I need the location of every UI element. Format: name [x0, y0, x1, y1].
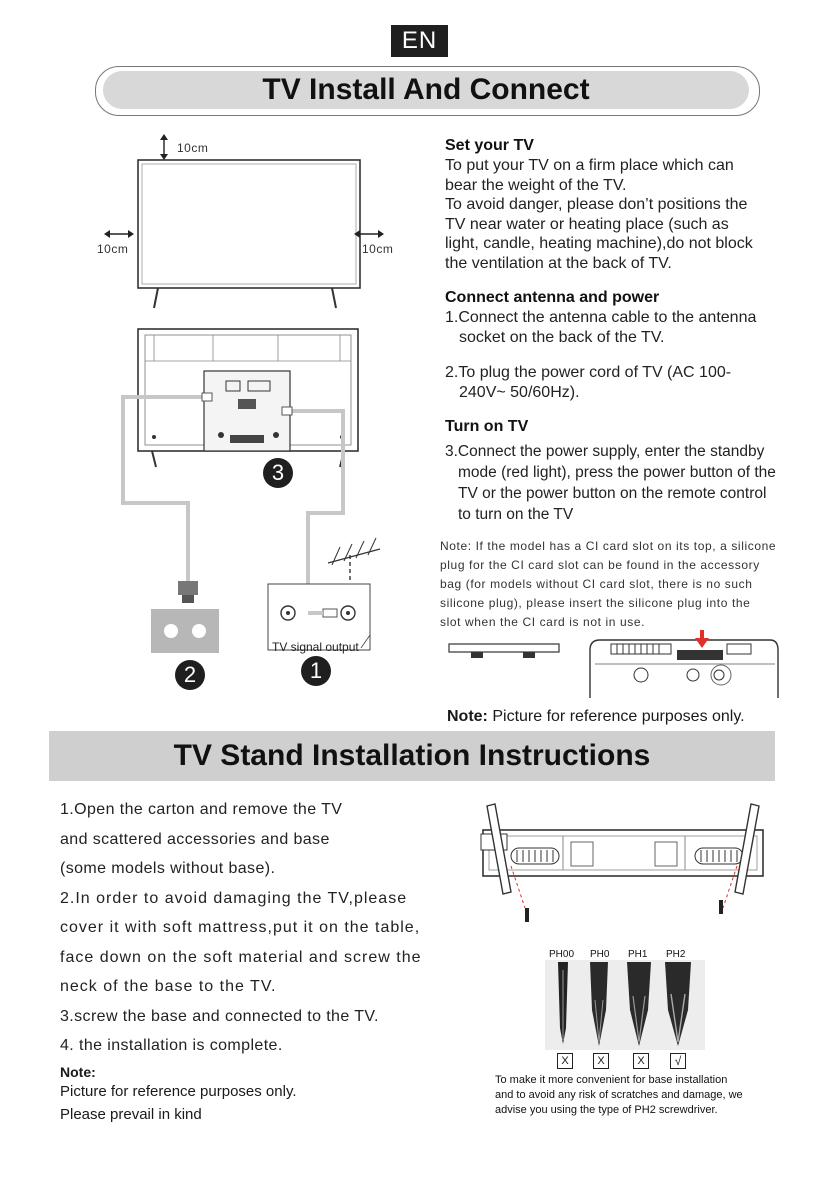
set-tv-line: To put your TV on a firm place which can	[445, 156, 795, 176]
step-2-badge: 2	[175, 660, 205, 690]
turn-on-line: mode (red light), press the power button…	[445, 462, 795, 483]
connect-step-1-line: socket on the back of the TV.	[445, 328, 756, 348]
screwdriver-label: PH1	[628, 949, 647, 960]
stand-line: 4. the installation is complete.	[60, 1031, 460, 1061]
set-tv-line: bear the weight of the TV.	[445, 176, 795, 196]
connect-step-2-line: 240V~ 50/60Hz).	[445, 383, 731, 403]
screwdriver-mark: X	[557, 1053, 573, 1069]
ci-note-line: bag (for models without CI card slot, th…	[440, 575, 795, 594]
stand-note-line: Please prevail in kind	[60, 1103, 297, 1126]
stand-line: 1.Open the carton and remove the TV	[60, 795, 460, 825]
stand-note-line: Picture for reference purposes only.	[60, 1080, 297, 1103]
screwdriver-mark: X	[593, 1053, 609, 1069]
tv-front-illustration	[90, 128, 410, 313]
screwdriver-mark-recommended: √	[670, 1053, 686, 1069]
turn-on-text: 3.Connect the power supply, enter the st…	[445, 441, 795, 525]
connect-heading: Connect antenna and power	[445, 289, 659, 307]
stand-line: face down on the soft material and screw…	[60, 943, 460, 973]
reference-note-label: Note:	[447, 708, 488, 725]
advice-line: advise you using the type of PH2 screwdr…	[495, 1103, 785, 1118]
ci-note-line: plug for the CI card slot can be found i…	[440, 556, 795, 575]
ci-card-note: Note: If the model has a CI card slot on…	[440, 537, 795, 632]
left-gap-label: 10cm	[97, 242, 128, 256]
advice-line: To make it more convenient for base inst…	[495, 1073, 785, 1088]
turn-on-heading: Turn on TV	[445, 418, 528, 436]
right-gap-label: 10cm	[362, 242, 393, 256]
set-tv-line: the ventilation at the back of TV.	[445, 254, 795, 274]
top-gap-label: 10cm	[177, 141, 208, 155]
screwdriver-tips-image	[545, 960, 705, 1050]
advice-line: and to avoid any risk of scratches and d…	[495, 1088, 785, 1103]
connect-step-2: 2.To plug the power cord of TV (AC 100- …	[445, 363, 731, 402]
stand-line: neck of the base to the TV.	[60, 972, 460, 1002]
set-tv-line: light, candle, heating machine),do not b…	[445, 234, 795, 254]
page-title: TV Install And Connect	[103, 71, 749, 109]
screwdriver-label: PH2	[666, 949, 685, 960]
stand-note-label: Note:	[60, 1064, 96, 1080]
turn-on-line: TV or the power button on the remote con…	[445, 483, 795, 504]
ci-note-line: silicone plug), please insert the silico…	[440, 594, 795, 613]
stand-line: 2.In order to avoid damaging the TV,plea…	[60, 884, 460, 914]
ci-note-line: Note: If the model has a CI card slot on…	[440, 537, 795, 556]
language-badge: EN	[391, 25, 448, 57]
stand-section-title: TV Stand Installation Instructions	[49, 731, 775, 781]
turn-on-line: to turn on the TV	[445, 504, 795, 525]
turn-on-line: 3.Connect the power supply, enter the st…	[445, 441, 795, 462]
screwdriver-label: PH0	[590, 949, 609, 960]
set-tv-line: To avoid danger, please don’t positions …	[445, 195, 795, 215]
stand-instructions: 1.Open the carton and remove the TV and …	[60, 795, 460, 1061]
connect-step-2-line: 2.To plug the power cord of TV (AC 100-	[445, 363, 731, 383]
signal-output-label: TV signal output	[272, 640, 359, 654]
tv-stand-illustration	[475, 796, 775, 931]
set-tv-line: TV near water or heating place (such as	[445, 215, 795, 235]
screwdriver-advice: To make it more convenient for base inst…	[495, 1073, 785, 1118]
stand-line: cover it with soft mattress,put it on th…	[60, 913, 460, 943]
reference-note-text: Picture for reference purposes only.	[492, 708, 744, 725]
stand-note-text: Picture for reference purposes only. Ple…	[60, 1080, 297, 1126]
screwdriver-label: PH00	[549, 949, 574, 960]
stand-line: (some models without base).	[60, 854, 460, 884]
connect-step-1: 1.Connect the antenna cable to the anten…	[445, 308, 756, 347]
stand-line: 3.screw the base and connected to the TV…	[60, 1002, 460, 1032]
ci-slot-illustration	[445, 630, 785, 700]
stand-line: and scattered accessories and base	[60, 825, 460, 855]
step-3-badge: 3	[263, 458, 293, 488]
screwdriver-mark: X	[633, 1053, 649, 1069]
set-tv-heading: Set your TV	[445, 137, 534, 155]
reference-note: Note: Picture for reference purposes onl…	[447, 708, 745, 726]
set-tv-text: To put your TV on a firm place which can…	[445, 156, 795, 273]
connect-step-1-line: 1.Connect the antenna cable to the anten…	[445, 308, 756, 328]
step-1-badge: 1	[301, 656, 331, 686]
